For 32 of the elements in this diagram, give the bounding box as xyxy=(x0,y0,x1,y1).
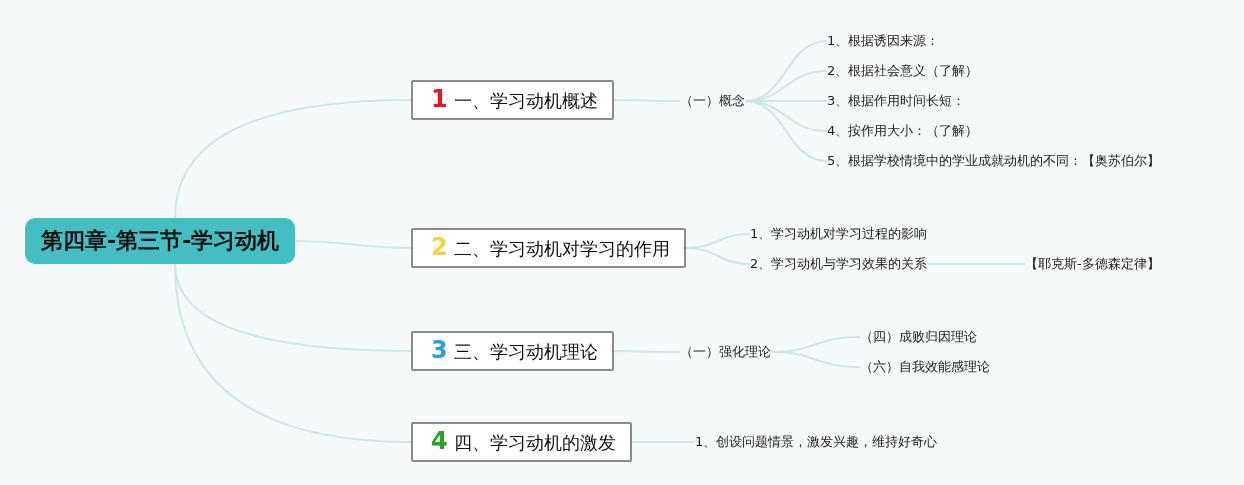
subtopic-label: （一）概念 xyxy=(680,92,745,110)
topic-box xyxy=(411,422,632,462)
subtopic-label: （一）强化理论 xyxy=(680,343,771,361)
central-topic-box: 第四章-第三节-学习动机 xyxy=(25,218,296,264)
branch-line xyxy=(630,441,696,443)
topic-label: 四、学习动机的激发 xyxy=(453,432,616,453)
branch-line xyxy=(174,99,412,219)
branch-line xyxy=(612,99,681,102)
number-marker: 3 xyxy=(431,336,448,364)
subtopic-label: 1、学习动机对学习过程的影响 xyxy=(750,225,928,243)
branch-line xyxy=(294,240,412,249)
topic-label: 二、学习动机对学习的作用 xyxy=(453,238,670,259)
branch-line xyxy=(612,350,681,353)
subtopic-label: （四）成败归因理论 xyxy=(860,328,977,346)
number-marker: 2 xyxy=(431,233,448,261)
topic-box xyxy=(411,228,686,268)
subtopic-label: 3、根据作用时间长短： xyxy=(827,92,966,110)
subtopic-label: 1、创设问题情景，激发兴趣，维持好奇心 xyxy=(695,433,938,451)
subtopic-label: 2、根据社会意义（了解） xyxy=(827,62,979,80)
subtopic-label: 1、根据诱因来源： xyxy=(827,32,940,50)
topic-label: 三、学习动机理论 xyxy=(453,341,598,362)
subtopic-label: （六）自我效能感理论 xyxy=(860,358,990,376)
branch-line xyxy=(926,263,1026,265)
subtopic-label: 2、学习动机与学习效果的关系 xyxy=(750,255,928,273)
topic-box xyxy=(411,80,614,120)
number-marker: 1 xyxy=(431,85,448,113)
topic-box xyxy=(411,331,614,371)
topic-label: 一、学习动机概述 xyxy=(453,90,598,111)
subtopic-label: 【耶克斯-多德森定律】 xyxy=(1025,255,1160,273)
subtopic-label: 4、按作用大小：（了解） xyxy=(827,122,979,140)
subtopic-label: 5、根据学校情境中的学业成就动机的不同：【奥苏伯尔】 xyxy=(827,152,1161,170)
number-marker: 4 xyxy=(431,427,448,455)
